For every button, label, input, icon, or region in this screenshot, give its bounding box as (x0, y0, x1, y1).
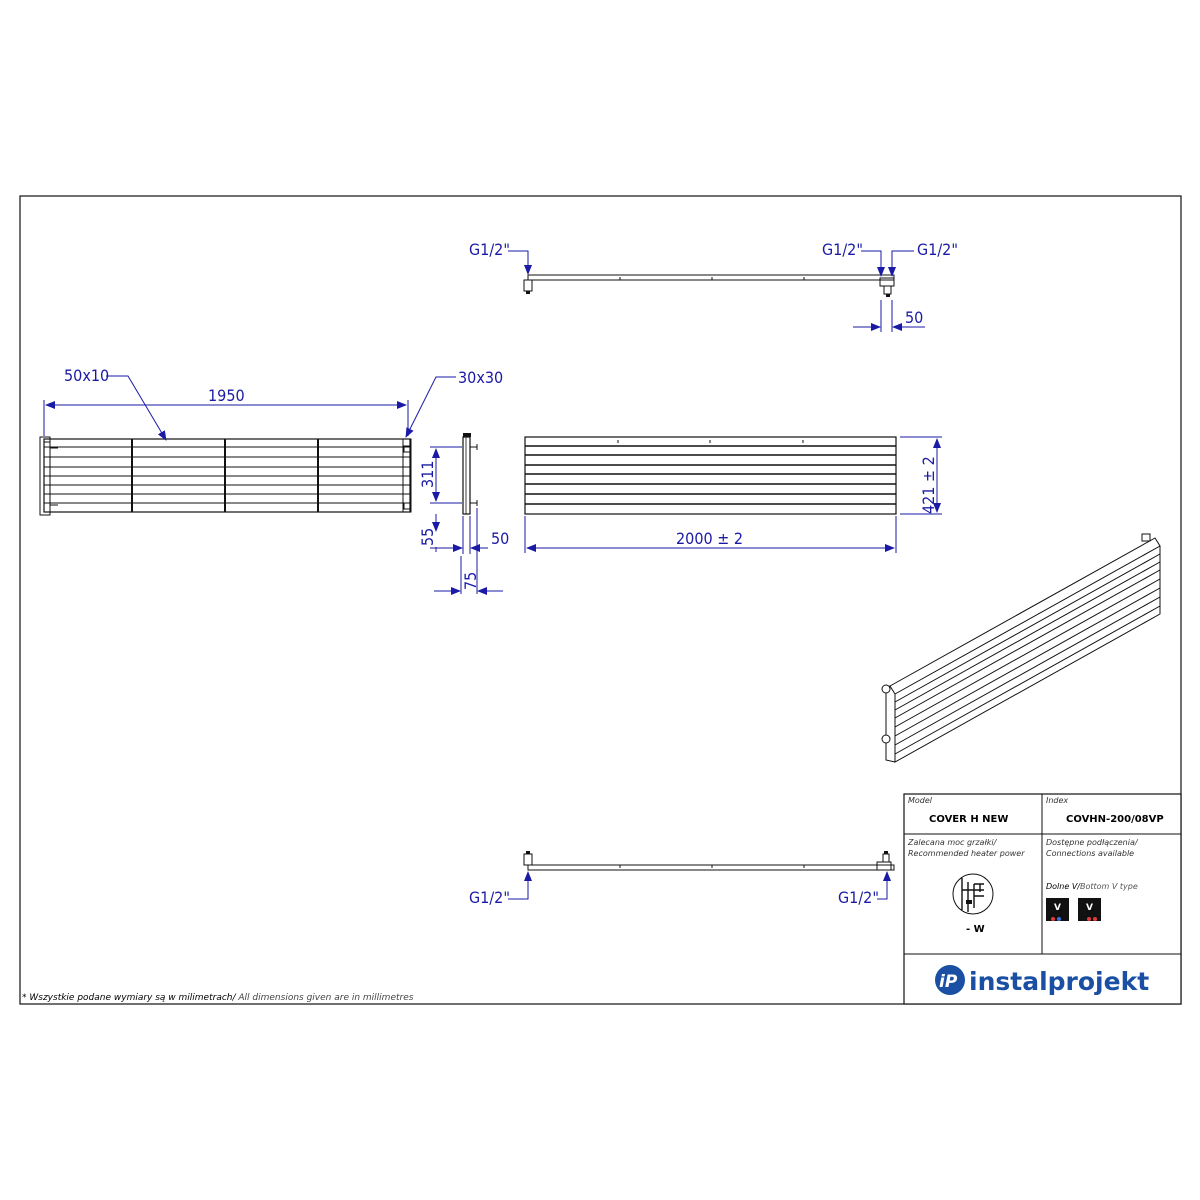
dim-height-311: 311 (418, 461, 437, 488)
dim-width-2000: 2000 ± 2 (676, 529, 743, 548)
dim-depth-50: 50 (491, 529, 509, 548)
dimension-depth-75: 75 (434, 508, 503, 595)
connection-callout-bottom-right: G1/2" (838, 871, 891, 907)
model-value: COVER H NEW (929, 814, 1008, 825)
brand-name: instalprojekt (969, 967, 1149, 996)
bottom-view (523, 851, 895, 871)
dimension-depth-50: 50 (445, 516, 509, 554)
dim-profile-size: 50x10 (64, 366, 109, 385)
dimension-spacing-top: 50 (853, 300, 925, 332)
dim-frame-size: 30x30 (458, 368, 503, 387)
dim-conn-top-left: G1/2" (469, 240, 510, 259)
callout-profile-size: 50x10 (64, 366, 167, 441)
dim-height-421: 421 ± 2 (919, 456, 938, 514)
connection-badge-1: V (1046, 898, 1069, 921)
svg-text:V: V (1086, 903, 1093, 913)
dim-conn-bottom-left: G1/2" (469, 888, 510, 907)
title-block: Model COVER H NEW Index COVHN-200/08VP Z… (903, 793, 1182, 1005)
connection-callout-top-right: G1/2" (888, 240, 958, 277)
index-label: Index (1046, 796, 1068, 805)
dimension-1950: 1950 (43, 386, 409, 436)
index-value: COVHN-200/08VP (1066, 814, 1164, 825)
rear-view (524, 436, 897, 515)
heater-label-pl: Zalecana moc grzałki/ (907, 838, 998, 847)
dim-offset-55: 55 (418, 528, 437, 546)
footer-note: * Wszystkie podane wymiary są w milimetr… (22, 993, 414, 1003)
connections-label-en: Connections available (1046, 849, 1134, 858)
dim-depth-75: 75 (461, 572, 480, 590)
dimension-421: 421 ± 2 (900, 436, 942, 515)
connection-callout-bottom-left: G1/2" (469, 871, 532, 907)
heater-icon (952, 873, 994, 915)
side-view (462, 433, 478, 515)
top-view-upper (523, 274, 895, 297)
svg-text:V: V (1054, 903, 1061, 913)
connection-callout-top-mid: G1/2" (822, 240, 885, 277)
connection-callout-top-left: G1/2" (469, 240, 532, 275)
dim-conn-bottom-right: G1/2" (838, 888, 879, 907)
svg-text:iP: iP (939, 972, 958, 992)
dim-conn-top-mid: G1/2" (822, 240, 863, 259)
heater-value: - W (966, 924, 985, 935)
isometric-view (881, 533, 1161, 763)
connection-type: Dolne V/Bottom V type (1046, 882, 1138, 891)
brand-logo: iP (935, 965, 965, 995)
dimension-55: 55 (418, 514, 462, 552)
dim-width-1950: 1950 (208, 386, 245, 405)
dimension-2000: 2000 ± 2 (524, 516, 897, 553)
dim-spacing-50-top: 50 (905, 308, 923, 327)
drawing-frame (19, 195, 1182, 1005)
connection-badge-2: V (1078, 898, 1101, 921)
model-label: Model (908, 796, 933, 805)
dim-conn-top-right: G1/2" (917, 240, 958, 259)
front-view (39, 436, 412, 516)
dimension-311: 311 (418, 446, 462, 504)
callout-frame-size: 30x30 (405, 368, 503, 438)
connections-label-pl: Dostępne podłączenia/ (1046, 838, 1139, 847)
heater-label-en: Recommended heater power (908, 849, 1025, 858)
